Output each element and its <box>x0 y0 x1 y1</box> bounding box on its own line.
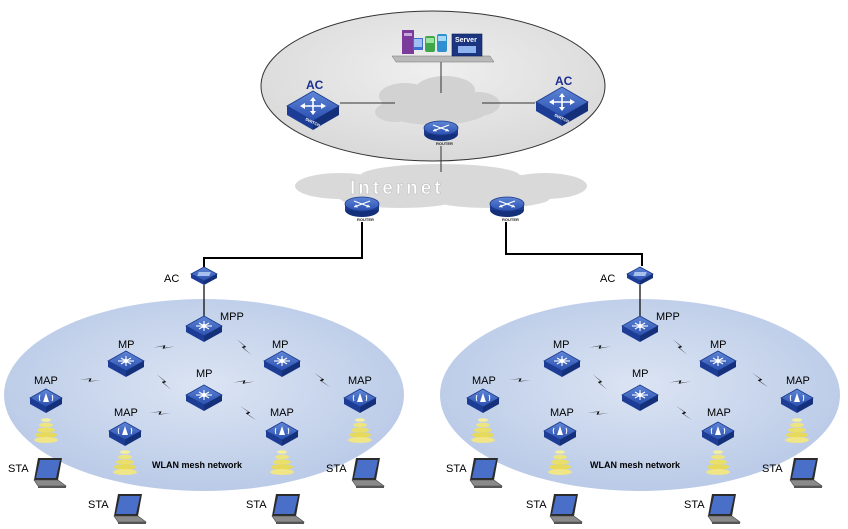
laptop-icon <box>113 493 147 525</box>
map-right-4-label: MAP <box>707 407 731 419</box>
internet-cloud <box>295 164 587 208</box>
uplinks <box>203 222 643 268</box>
sta-left-1-label: STA <box>8 463 29 475</box>
map-left-2-label: MAP <box>348 375 372 387</box>
ac-left <box>190 266 218 286</box>
laptop-icon <box>351 457 385 489</box>
mp-left-1-label: MP <box>118 339 135 351</box>
map-right-1-label: MAP <box>472 375 496 387</box>
top-cloud <box>375 76 500 125</box>
mesh-left: AC MPP MP MP MP MAP MAP MAP MAP WLAN <box>4 266 404 525</box>
laptop-icon <box>707 493 741 525</box>
ac-left-label: AC <box>164 273 179 285</box>
router-right <box>489 196 525 218</box>
laptop-icon <box>789 457 823 489</box>
mp-right-1-label: MP <box>553 339 570 351</box>
map-left-3-label: MAP <box>114 407 138 419</box>
mp-right-2-label: MP <box>710 339 727 351</box>
sta-right-4-label: STA <box>762 463 783 475</box>
mesh-right-caption: WLAN mesh network <box>590 460 681 470</box>
mesh-right: AC MPP MP MP MP MAP MAP MAP MAP WLAN mes… <box>440 266 840 525</box>
router-tag-left: ROUTER <box>357 217 374 222</box>
laptop-icon <box>469 457 503 489</box>
server-rack: Server <box>391 30 495 63</box>
sta-left-2-label: STA <box>88 499 109 511</box>
map-left-1-label: MAP <box>34 375 58 387</box>
server-label: Server <box>455 37 477 44</box>
ac-label-top-right: AC <box>555 74 573 88</box>
top-links <box>340 62 535 104</box>
laptop-icon <box>549 493 583 525</box>
ac-right <box>626 266 654 286</box>
router-top <box>423 120 459 142</box>
switch-tag-left: SWITCH <box>305 116 321 127</box>
switch-tag-right: SWITCH <box>554 112 570 123</box>
ac-label-top-left: AC <box>306 78 324 92</box>
mpp-right-label: MPP <box>656 311 680 323</box>
laptop-icon <box>271 493 305 525</box>
router-tag-top: ROUTER <box>436 141 453 146</box>
mesh-left-caption: WLAN mesh network <box>152 460 243 470</box>
map-right-3-label: MAP <box>550 407 574 419</box>
laptop-icon <box>33 457 67 489</box>
sta-left-3-label: STA <box>246 499 267 511</box>
sta-right-3-label: STA <box>684 499 705 511</box>
mp-left-2-label: MP <box>272 339 289 351</box>
mpp-left-label: MPP <box>220 311 244 323</box>
mp-right-3-label: MP <box>632 368 649 380</box>
map-left-4-label: MAP <box>270 407 294 419</box>
sta-left-4-label: STA <box>326 463 347 475</box>
router-left <box>344 196 380 218</box>
map-right-2-label: MAP <box>786 375 810 387</box>
router-tag-right: ROUTER <box>502 217 519 222</box>
mp-left-3-label: MP <box>196 368 213 380</box>
ac-right-label: AC <box>600 273 615 285</box>
internet-label: Internet <box>350 178 444 199</box>
sta-right-2-label: STA <box>526 499 547 511</box>
sta-right-1-label: STA <box>446 463 467 475</box>
